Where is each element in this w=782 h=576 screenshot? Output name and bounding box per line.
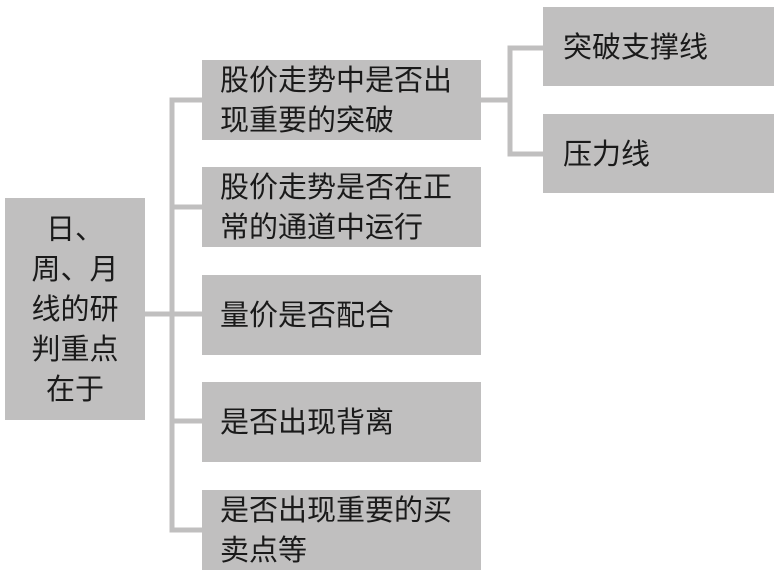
root-to-branches-connector <box>142 97 205 533</box>
leaf-node-label: 突破支撑线 <box>563 29 709 64</box>
leaf-node-support-breakout: 突破支撑线 <box>543 7 774 86</box>
branch-node-trade-points: 是否出现重要的买卖点等 <box>202 490 481 570</box>
branch-to-children-connector <box>478 45 546 157</box>
branch-node-label: 量价是否配合 <box>220 298 395 332</box>
branch-node-label: 股价走势是否在正常的通道中运行 <box>220 170 453 244</box>
branch-node-label: 是否出现背离 <box>220 405 395 439</box>
branch-node-channel: 股价走势是否在正常的通道中运行 <box>202 167 481 247</box>
leaf-node-label: 压力线 <box>563 136 651 171</box>
branch-node-label: 股价走势中是否出现重要的突破 <box>220 63 453 137</box>
root-node-label: 日、周、月线的研判重点在于 <box>31 212 119 406</box>
leaf-node-resistance: 压力线 <box>543 114 774 193</box>
branch-node-label: 是否出现重要的买卖点等 <box>220 493 453 567</box>
branch-node-volume-price: 量价是否配合 <box>202 275 481 355</box>
branch-node-breakthrough: 股价走势中是否出现重要的突破 <box>202 60 481 140</box>
branch-node-divergence: 是否出现背离 <box>202 382 481 462</box>
root-node: 日、周、月线的研判重点在于 <box>5 198 145 420</box>
